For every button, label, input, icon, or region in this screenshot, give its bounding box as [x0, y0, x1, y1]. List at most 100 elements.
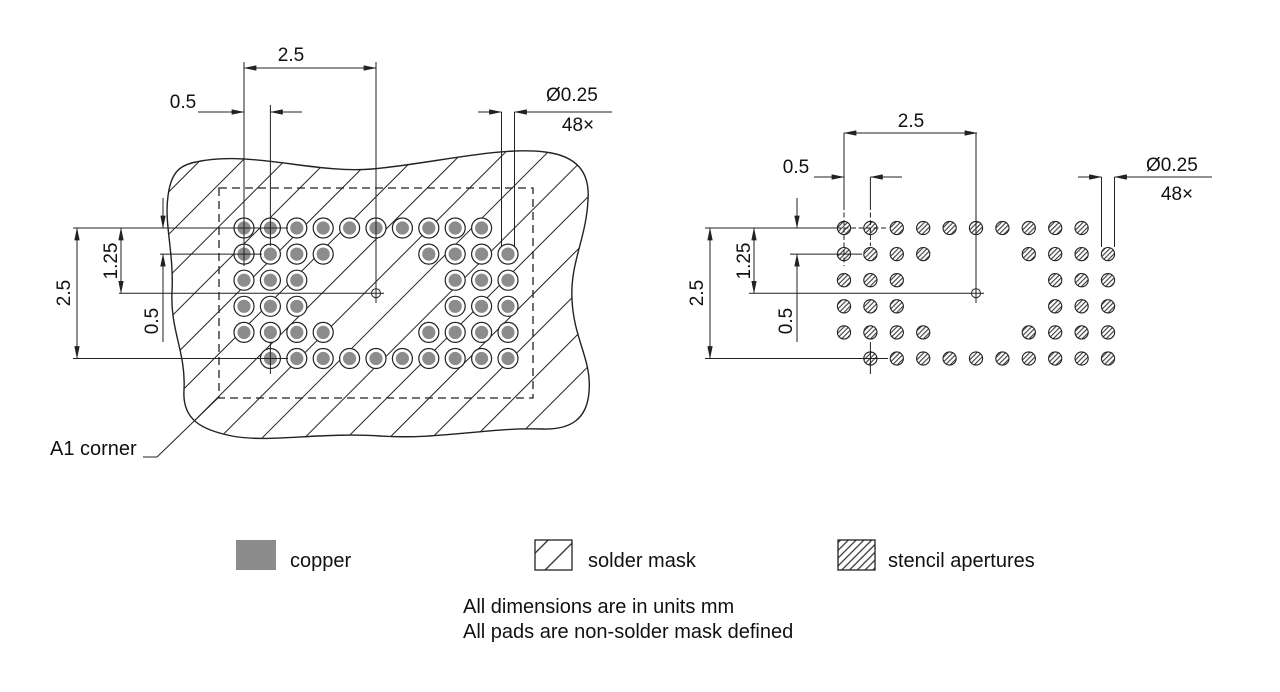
- stencil-aperture: [1074, 299, 1089, 314]
- stencil-aperture: [863, 246, 878, 262]
- copper-pad: [475, 299, 489, 313]
- copper-pad: [422, 247, 436, 261]
- right-view-dimensions: 2.5 0.5 Ø0.25 48× 2.5 1.25 0.5: [687, 111, 1212, 374]
- stencil-aperture: [995, 351, 1010, 366]
- stencil-aperture: [1074, 246, 1089, 262]
- copper-pad: [395, 221, 409, 235]
- copper-pad: [501, 273, 515, 287]
- copper-pad: [290, 273, 304, 287]
- copper-pad: [422, 325, 436, 339]
- copper-pad: [237, 299, 251, 313]
- dim-row-span: 2.5: [54, 280, 75, 306]
- dim-row-pitch: 0.5: [776, 308, 797, 334]
- copper-pad: [316, 247, 330, 261]
- stencil-aperture: [889, 220, 904, 236]
- stencil-aperture: [889, 273, 904, 288]
- copper-pad: [475, 247, 489, 261]
- copper-pad: [263, 273, 277, 287]
- legend: copper solder mask stencil apertures: [236, 539, 1035, 572]
- copper-pad: [263, 299, 277, 313]
- stencil-aperture: [1074, 273, 1089, 288]
- copper-pad: [237, 325, 251, 339]
- note-nsmd: All pads are non-solder mask defined: [463, 621, 793, 643]
- dim-col-pitch: 0.5: [170, 92, 196, 113]
- stencil-aperture: [889, 299, 904, 314]
- copper-pad: [343, 221, 357, 235]
- stencil-aperture: [1100, 299, 1116, 314]
- stencil-aperture: [1048, 220, 1063, 236]
- stencil-aperture: [1100, 273, 1116, 288]
- stencil-aperture: [1074, 325, 1089, 340]
- stencil-view: 2.5 0.5 Ø0.25 48× 2.5 1.25 0.5: [687, 111, 1212, 374]
- dim-col-span: 2.5: [898, 111, 924, 132]
- copper-pad: [290, 247, 304, 261]
- center-mark: [371, 288, 381, 299]
- copper-pad: [290, 221, 304, 235]
- stencil-aperture: [836, 299, 852, 314]
- copper-pad: [422, 351, 436, 366]
- legend-label-solder-mask: solder mask: [588, 550, 697, 572]
- stencil-aperture: [916, 246, 931, 262]
- copper-pad: [448, 221, 462, 235]
- stencil-aperture: [1021, 325, 1036, 340]
- dim-half-span: 1.25: [734, 243, 755, 280]
- legend-label-stencil: stencil apertures: [888, 550, 1035, 572]
- legend-label-copper: copper: [290, 550, 351, 572]
- copper-pad: [263, 325, 277, 339]
- copper-pad: [448, 273, 462, 287]
- stencil-aperture: [942, 220, 957, 236]
- copper-pad: [501, 325, 515, 339]
- copper-pad: [448, 299, 462, 313]
- stencil-aperture: [836, 325, 852, 340]
- copper-pad: [395, 351, 409, 366]
- note-units: All dimensions are in units mm: [463, 596, 734, 618]
- copper-swatch: [236, 540, 276, 570]
- copper-pad: [316, 221, 330, 235]
- stencil-aperture: [1100, 325, 1116, 340]
- stencil-aperture: [1074, 351, 1089, 366]
- copper-pad: [316, 351, 330, 366]
- copper-pad: [237, 273, 251, 287]
- copper-pad: [263, 247, 277, 261]
- stencil-aperture: [1100, 351, 1116, 366]
- stencil-aperture: [916, 220, 931, 236]
- copper-pad: [475, 351, 489, 366]
- solder-mask-hatch: [167, 150, 590, 439]
- dim-pad-count: 48×: [562, 115, 594, 136]
- stencil-aperture: [1048, 351, 1063, 366]
- dim-pad-diameter: Ø0.25: [546, 85, 598, 106]
- stencil-aperture: [1048, 325, 1063, 340]
- dim-pad-count: 48×: [1161, 184, 1193, 205]
- stencil-aperture: [889, 325, 904, 340]
- copper-pad: [369, 351, 383, 366]
- copper-pad: [475, 273, 489, 287]
- copper-pad: [343, 351, 357, 366]
- stencil-aperture: [863, 325, 878, 340]
- stencil-aperture: [889, 246, 904, 262]
- copper-pad: [501, 299, 515, 313]
- dim-pad-diameter: Ø0.25: [1146, 155, 1198, 176]
- a1-corner-callout: A1 corner: [50, 397, 219, 460]
- stencil-aperture: [1021, 246, 1036, 262]
- stencil-aperture: [968, 351, 984, 366]
- dim-row-pitch: 0.5: [142, 308, 163, 334]
- copper-pad: [448, 247, 462, 261]
- copper-pad: [290, 351, 304, 366]
- stencil-aperture: [942, 351, 957, 366]
- stencil-aperture: [1021, 351, 1036, 366]
- solder-mask-swatch: [534, 539, 573, 571]
- stencil-aperture-array: [836, 220, 1116, 366]
- stencil-aperture: [916, 351, 931, 366]
- stencil-aperture: [836, 273, 852, 288]
- dim-row-span: 2.5: [687, 280, 708, 306]
- dim-half-span: 1.25: [101, 243, 122, 280]
- stencil-aperture: [863, 299, 878, 314]
- copper-pad: [448, 351, 462, 366]
- stencil-aperture: [1048, 273, 1063, 288]
- copper-pad: [501, 351, 515, 366]
- drawing-notes: All dimensions are in units mm All pads …: [463, 596, 793, 643]
- copper-pad: [422, 221, 436, 235]
- dim-col-pitch: 0.5: [783, 157, 809, 178]
